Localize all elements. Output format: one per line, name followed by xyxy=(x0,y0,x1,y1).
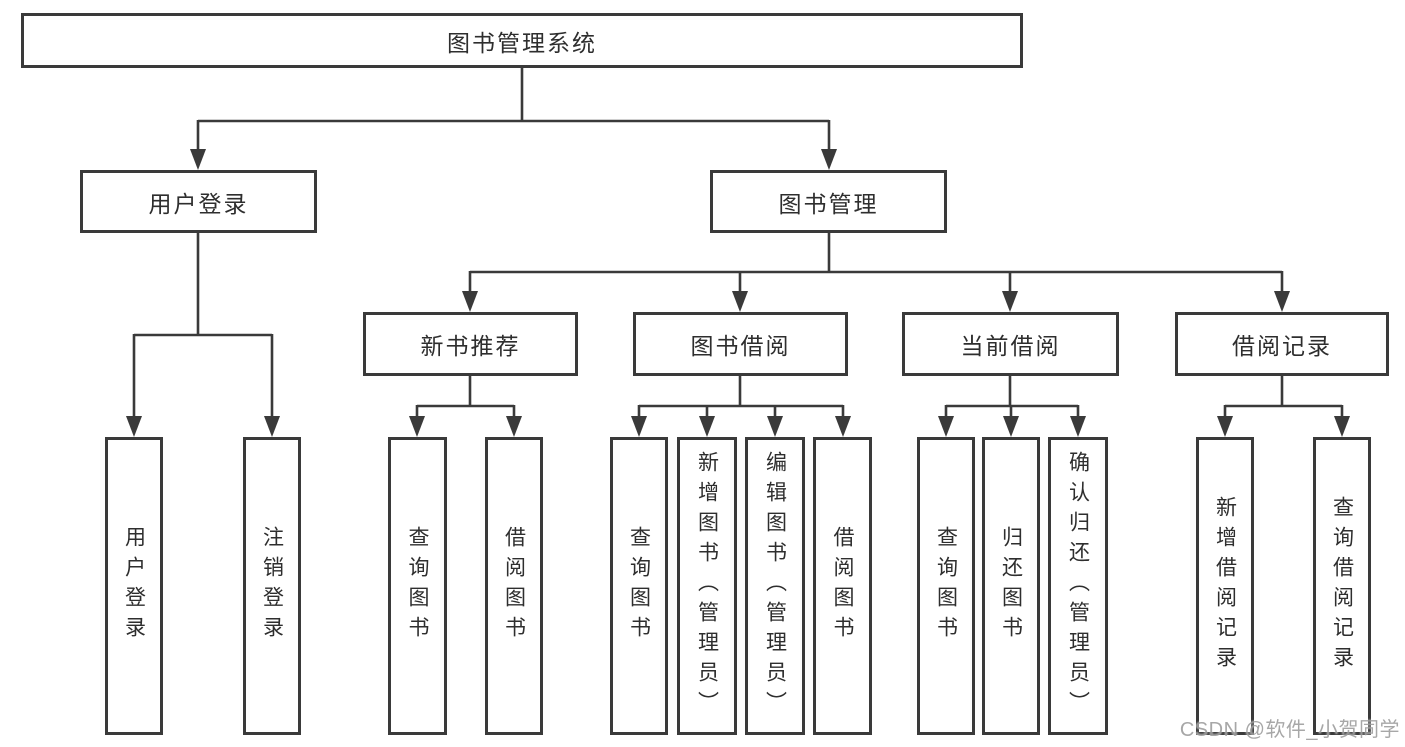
node-new-book-recommend: 新书推荐 xyxy=(363,312,578,376)
leaf-edit-book-admin-label: 编辑图书（管理员） xyxy=(763,451,787,721)
leaf-borrow-books-label: 借阅图书 xyxy=(831,526,854,646)
leaf-user-login-label: 用户登录 xyxy=(122,526,146,646)
leaf-add-book-admin-label: 新增图书（管理员） xyxy=(695,451,719,721)
leaf-confirm-return-admin-label: 确认归还（管理员） xyxy=(1066,451,1090,721)
leaf-add-borrow-record: 新增借阅记录 xyxy=(1196,437,1254,735)
leaf-confirm-return-admin: 确认归还（管理员） xyxy=(1048,437,1108,735)
leaf-return-book: 归还图书 xyxy=(982,437,1040,735)
leaf-borrow-books: 借阅图书 xyxy=(813,437,872,735)
node-root-label: 图书管理系统 xyxy=(447,29,597,56)
node-current-borrow-label: 当前借阅 xyxy=(960,333,1061,359)
node-new-book-recommend-label: 新书推荐 xyxy=(420,333,521,359)
node-book-borrow: 图书借阅 xyxy=(633,312,848,376)
leaf-user-login: 用户登录 xyxy=(105,437,163,735)
node-book-borrow-label: 图书借阅 xyxy=(690,333,791,359)
leaf-query-books-current: 查询图书 xyxy=(917,437,975,735)
node-borrow-records-label: 借阅记录 xyxy=(1232,333,1332,359)
leaf-query-books-recommend-label: 查询图书 xyxy=(406,526,429,646)
leaf-query-books-recommend: 查询图书 xyxy=(388,437,447,735)
node-user-login-label: 用户登录 xyxy=(148,190,249,217)
leaf-logout-label: 注销登录 xyxy=(260,526,284,646)
leaf-add-borrow-record-label: 新增借阅记录 xyxy=(1213,496,1237,676)
node-borrow-records: 借阅记录 xyxy=(1175,312,1389,376)
leaf-query-borrow-record-label: 查询借阅记录 xyxy=(1330,496,1354,676)
leaf-query-borrow-record: 查询借阅记录 xyxy=(1313,437,1371,735)
csdn-watermark: CSDN @软件_小贺同学 xyxy=(1179,719,1400,741)
node-book-management-label: 图书管理 xyxy=(778,190,879,217)
node-book-management: 图书管理 xyxy=(710,170,947,233)
leaf-add-book-admin: 新增图书（管理员） xyxy=(677,437,737,735)
node-root: 图书管理系统 xyxy=(21,13,1023,68)
node-user-login: 用户登录 xyxy=(80,170,317,233)
leaf-logout: 注销登录 xyxy=(243,437,301,735)
leaf-query-books-current-label: 查询图书 xyxy=(934,526,958,646)
leaf-borrow-books-recommend: 借阅图书 xyxy=(485,437,543,735)
leaf-edit-book-admin: 编辑图书（管理员） xyxy=(745,437,805,735)
leaf-borrow-books-recommend-label: 借阅图书 xyxy=(502,526,526,646)
leaf-query-books-borrow: 查询图书 xyxy=(610,437,668,735)
leaf-return-book-label: 归还图书 xyxy=(999,526,1023,646)
node-current-borrow: 当前借阅 xyxy=(902,312,1119,376)
leaf-query-books-borrow-label: 查询图书 xyxy=(627,526,651,646)
